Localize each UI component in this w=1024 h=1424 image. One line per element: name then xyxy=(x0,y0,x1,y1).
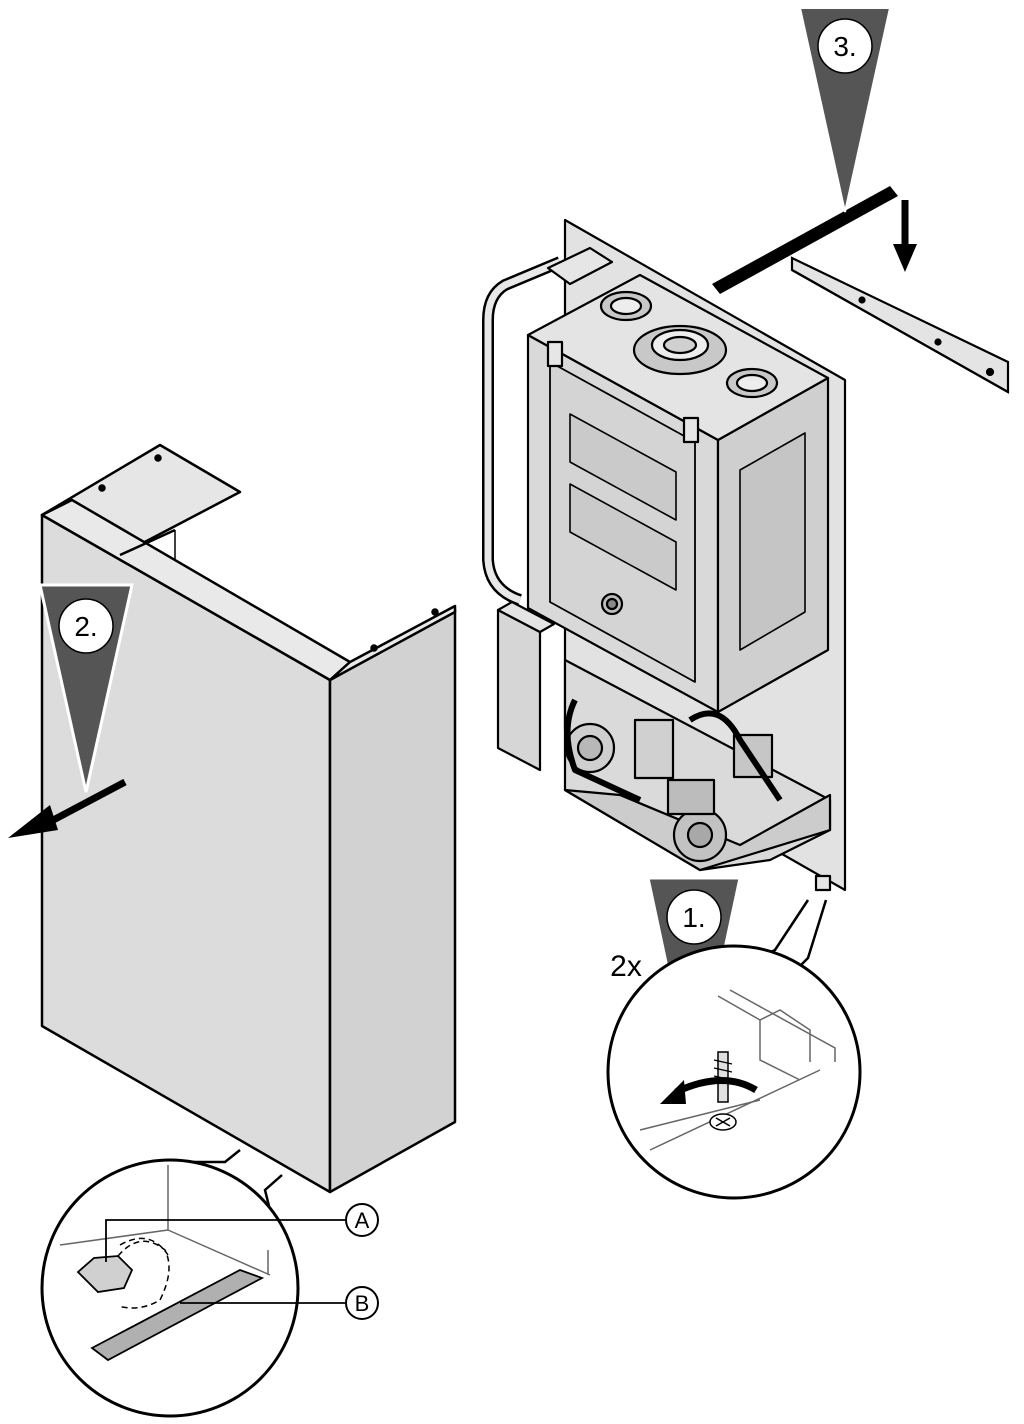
mounting-rail xyxy=(790,256,1010,394)
screw-hole xyxy=(98,484,106,492)
lower-arrow xyxy=(893,200,917,272)
pipe-assembly xyxy=(633,718,675,780)
connection-port-inner xyxy=(609,296,643,316)
retaining-clip xyxy=(682,416,700,444)
panel-slot xyxy=(569,483,677,591)
pump-head xyxy=(666,778,716,816)
step-3-label: 3. xyxy=(833,31,856,62)
control-box xyxy=(496,608,542,772)
detail-circle xyxy=(40,1158,300,1418)
down-arrow-icon xyxy=(893,244,917,272)
callout-a-line xyxy=(105,1219,345,1262)
left-arrow-icon xyxy=(8,805,58,838)
control-box-top xyxy=(496,600,556,634)
rotation-arrowhead xyxy=(660,1080,686,1104)
front-casing xyxy=(40,443,457,1194)
panel-slot xyxy=(569,413,677,521)
latch-a xyxy=(76,1255,134,1293)
screw-hole xyxy=(431,608,439,616)
screw-detail-view xyxy=(606,899,862,1200)
detail-circle xyxy=(606,944,862,1200)
step-2-label: 2. xyxy=(74,611,97,642)
step-3-marker: 3. xyxy=(798,7,892,213)
casing-side-face xyxy=(328,608,457,1194)
callout-b: B xyxy=(345,1286,379,1320)
step-1-label: 1. xyxy=(682,902,705,933)
pull-forward-arrow xyxy=(8,778,127,838)
strip-b xyxy=(90,1269,265,1362)
rail-guide-line xyxy=(712,186,898,294)
quantity-label: 2x xyxy=(610,950,642,983)
callout-b-label: B xyxy=(355,1291,370,1316)
flange-fold xyxy=(119,528,176,557)
retaining-clip xyxy=(546,340,564,368)
top-bracket xyxy=(546,246,614,286)
latch-detail-view xyxy=(40,1149,345,1418)
leader-line xyxy=(799,899,828,967)
screw-hole xyxy=(154,454,162,462)
water-pipe xyxy=(688,710,783,802)
bottom-screw-lug xyxy=(814,874,832,892)
flue-pipe-inner xyxy=(662,335,698,355)
leader-line xyxy=(263,1174,283,1211)
rotation-arrow-icon xyxy=(674,1077,758,1096)
screw-hole xyxy=(370,644,378,652)
callout-a-label: A xyxy=(355,1208,370,1233)
step-2-marker: 2. xyxy=(38,583,134,793)
sight-glass-center xyxy=(605,597,619,611)
rail-edge xyxy=(791,269,1009,393)
casing-side-rim xyxy=(328,604,457,682)
boiler-unit xyxy=(482,218,847,892)
callout-a: A xyxy=(345,1203,379,1237)
connection-port-inner xyxy=(735,373,769,393)
gas-pipe xyxy=(564,698,642,803)
arrow-shaft xyxy=(40,778,127,830)
side-panel-recess xyxy=(739,432,806,651)
